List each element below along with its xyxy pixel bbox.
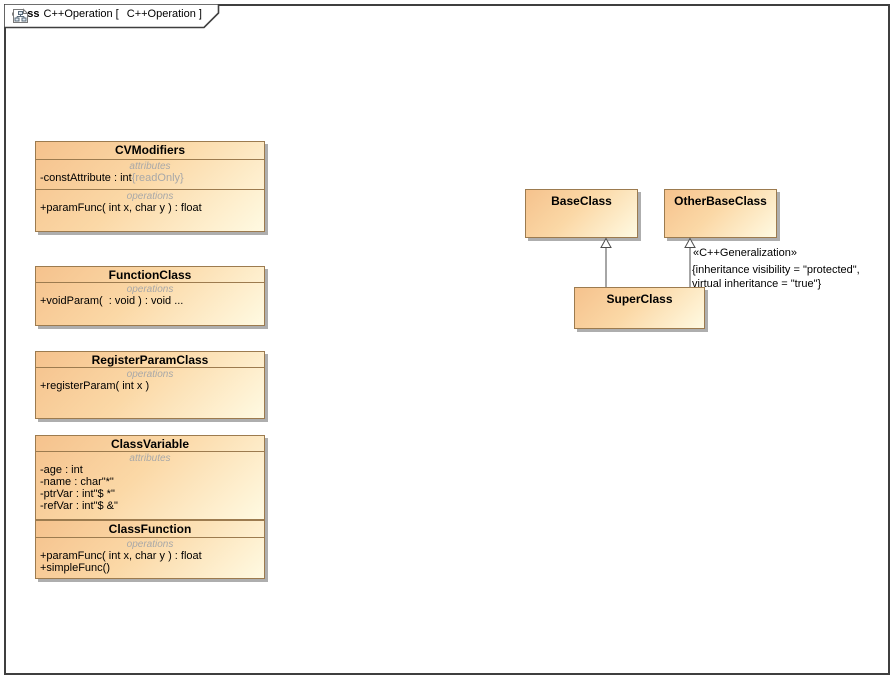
class-title[interactable]: CVModifiers	[114, 143, 185, 157]
operation-item[interactable]: +simpleFunc()	[40, 562, 110, 574]
operation-item[interactable]: +paramFunc( int x, char y ) : float	[40, 202, 202, 214]
class-title[interactable]: ClassVariable	[110, 437, 190, 451]
operations-compartment: operations +paramFunc( int x, char y ) :…	[36, 537, 264, 579]
attribute-item[interactable]: -age : int	[40, 464, 83, 476]
operation-item[interactable]: +paramFunc( int x, char y ) : float	[40, 550, 202, 562]
class-title[interactable]: FunctionClass	[108, 268, 192, 282]
class-superclass[interactable]: SuperClass	[574, 287, 705, 329]
attribute-item[interactable]: -constAttribute : int{readOnly}	[40, 172, 184, 184]
compartment-label: attributes	[129, 453, 171, 464]
class-cvmodifiers[interactable]: CVModifiers attributes -constAttribute :…	[35, 141, 265, 232]
tab-diagram-name: C++Operation [	[43, 8, 119, 20]
compartment-label: operations	[126, 369, 174, 380]
operation-item[interactable]: +voidParam( : void ) : void ...	[40, 295, 184, 307]
operation-item[interactable]: +registerParam( int x )	[40, 380, 150, 392]
compartment-label: operations	[126, 191, 174, 202]
compartment-label: attributes	[129, 161, 171, 172]
compartment-label: operations	[126, 284, 174, 295]
operations-compartment: operations +voidParam( : void ) : void .…	[36, 282, 264, 326]
class-title[interactable]: ClassFunction	[108, 522, 192, 536]
operations-compartment: operations +paramFunc( int x, char y ) :…	[36, 189, 264, 233]
attributes-compartment: attributes -constAttribute : int{readOnl…	[36, 159, 264, 189]
generalization-constraint-line2[interactable]: virtual inheritance = "true"}	[692, 278, 822, 290]
compartment-label: operations	[126, 539, 174, 550]
class-title[interactable]: BaseClass	[551, 194, 612, 208]
class-registerparamclass[interactable]: RegisterParamClass operations +registerP…	[35, 351, 265, 419]
class-title[interactable]: RegisterParamClass	[91, 353, 209, 367]
class-classfunction[interactable]: ClassFunction operations +paramFunc( int…	[35, 520, 265, 579]
attribute-item[interactable]: -name : char"*"	[40, 476, 114, 488]
class-classvariable[interactable]: ClassVariable attributes -age : int -nam…	[35, 435, 265, 520]
tab-outline	[4, 4, 220, 29]
class-functionclass[interactable]: FunctionClass operations +voidParam( : v…	[35, 266, 265, 326]
attribute-item[interactable]: -refVar : int"$ &"	[40, 500, 118, 512]
operations-compartment: operations +registerParam( int x )	[36, 367, 264, 419]
attribute-item[interactable]: -ptrVar : int"$ *"	[40, 488, 115, 500]
class-baseclass[interactable]: BaseClass	[525, 189, 638, 238]
attributes-compartment: attributes -age : int -name : char"*" -p…	[36, 451, 264, 520]
class-otherbaseclass[interactable]: OtherBaseClass	[664, 189, 777, 238]
diagram-frame-tab[interactable]: class C++Operation [ C++Operation ]	[4, 4, 222, 29]
class-title[interactable]: SuperClass	[606, 292, 673, 306]
generalization-constraint-line1[interactable]: {inheritance visibility = "protected",	[692, 264, 860, 276]
generalization-stereotype-label[interactable]: «C++Generalization»	[693, 247, 797, 259]
class-title[interactable]: OtherBaseClass	[674, 194, 767, 208]
tab-diagram-ref: C++Operation ]	[126, 8, 202, 20]
